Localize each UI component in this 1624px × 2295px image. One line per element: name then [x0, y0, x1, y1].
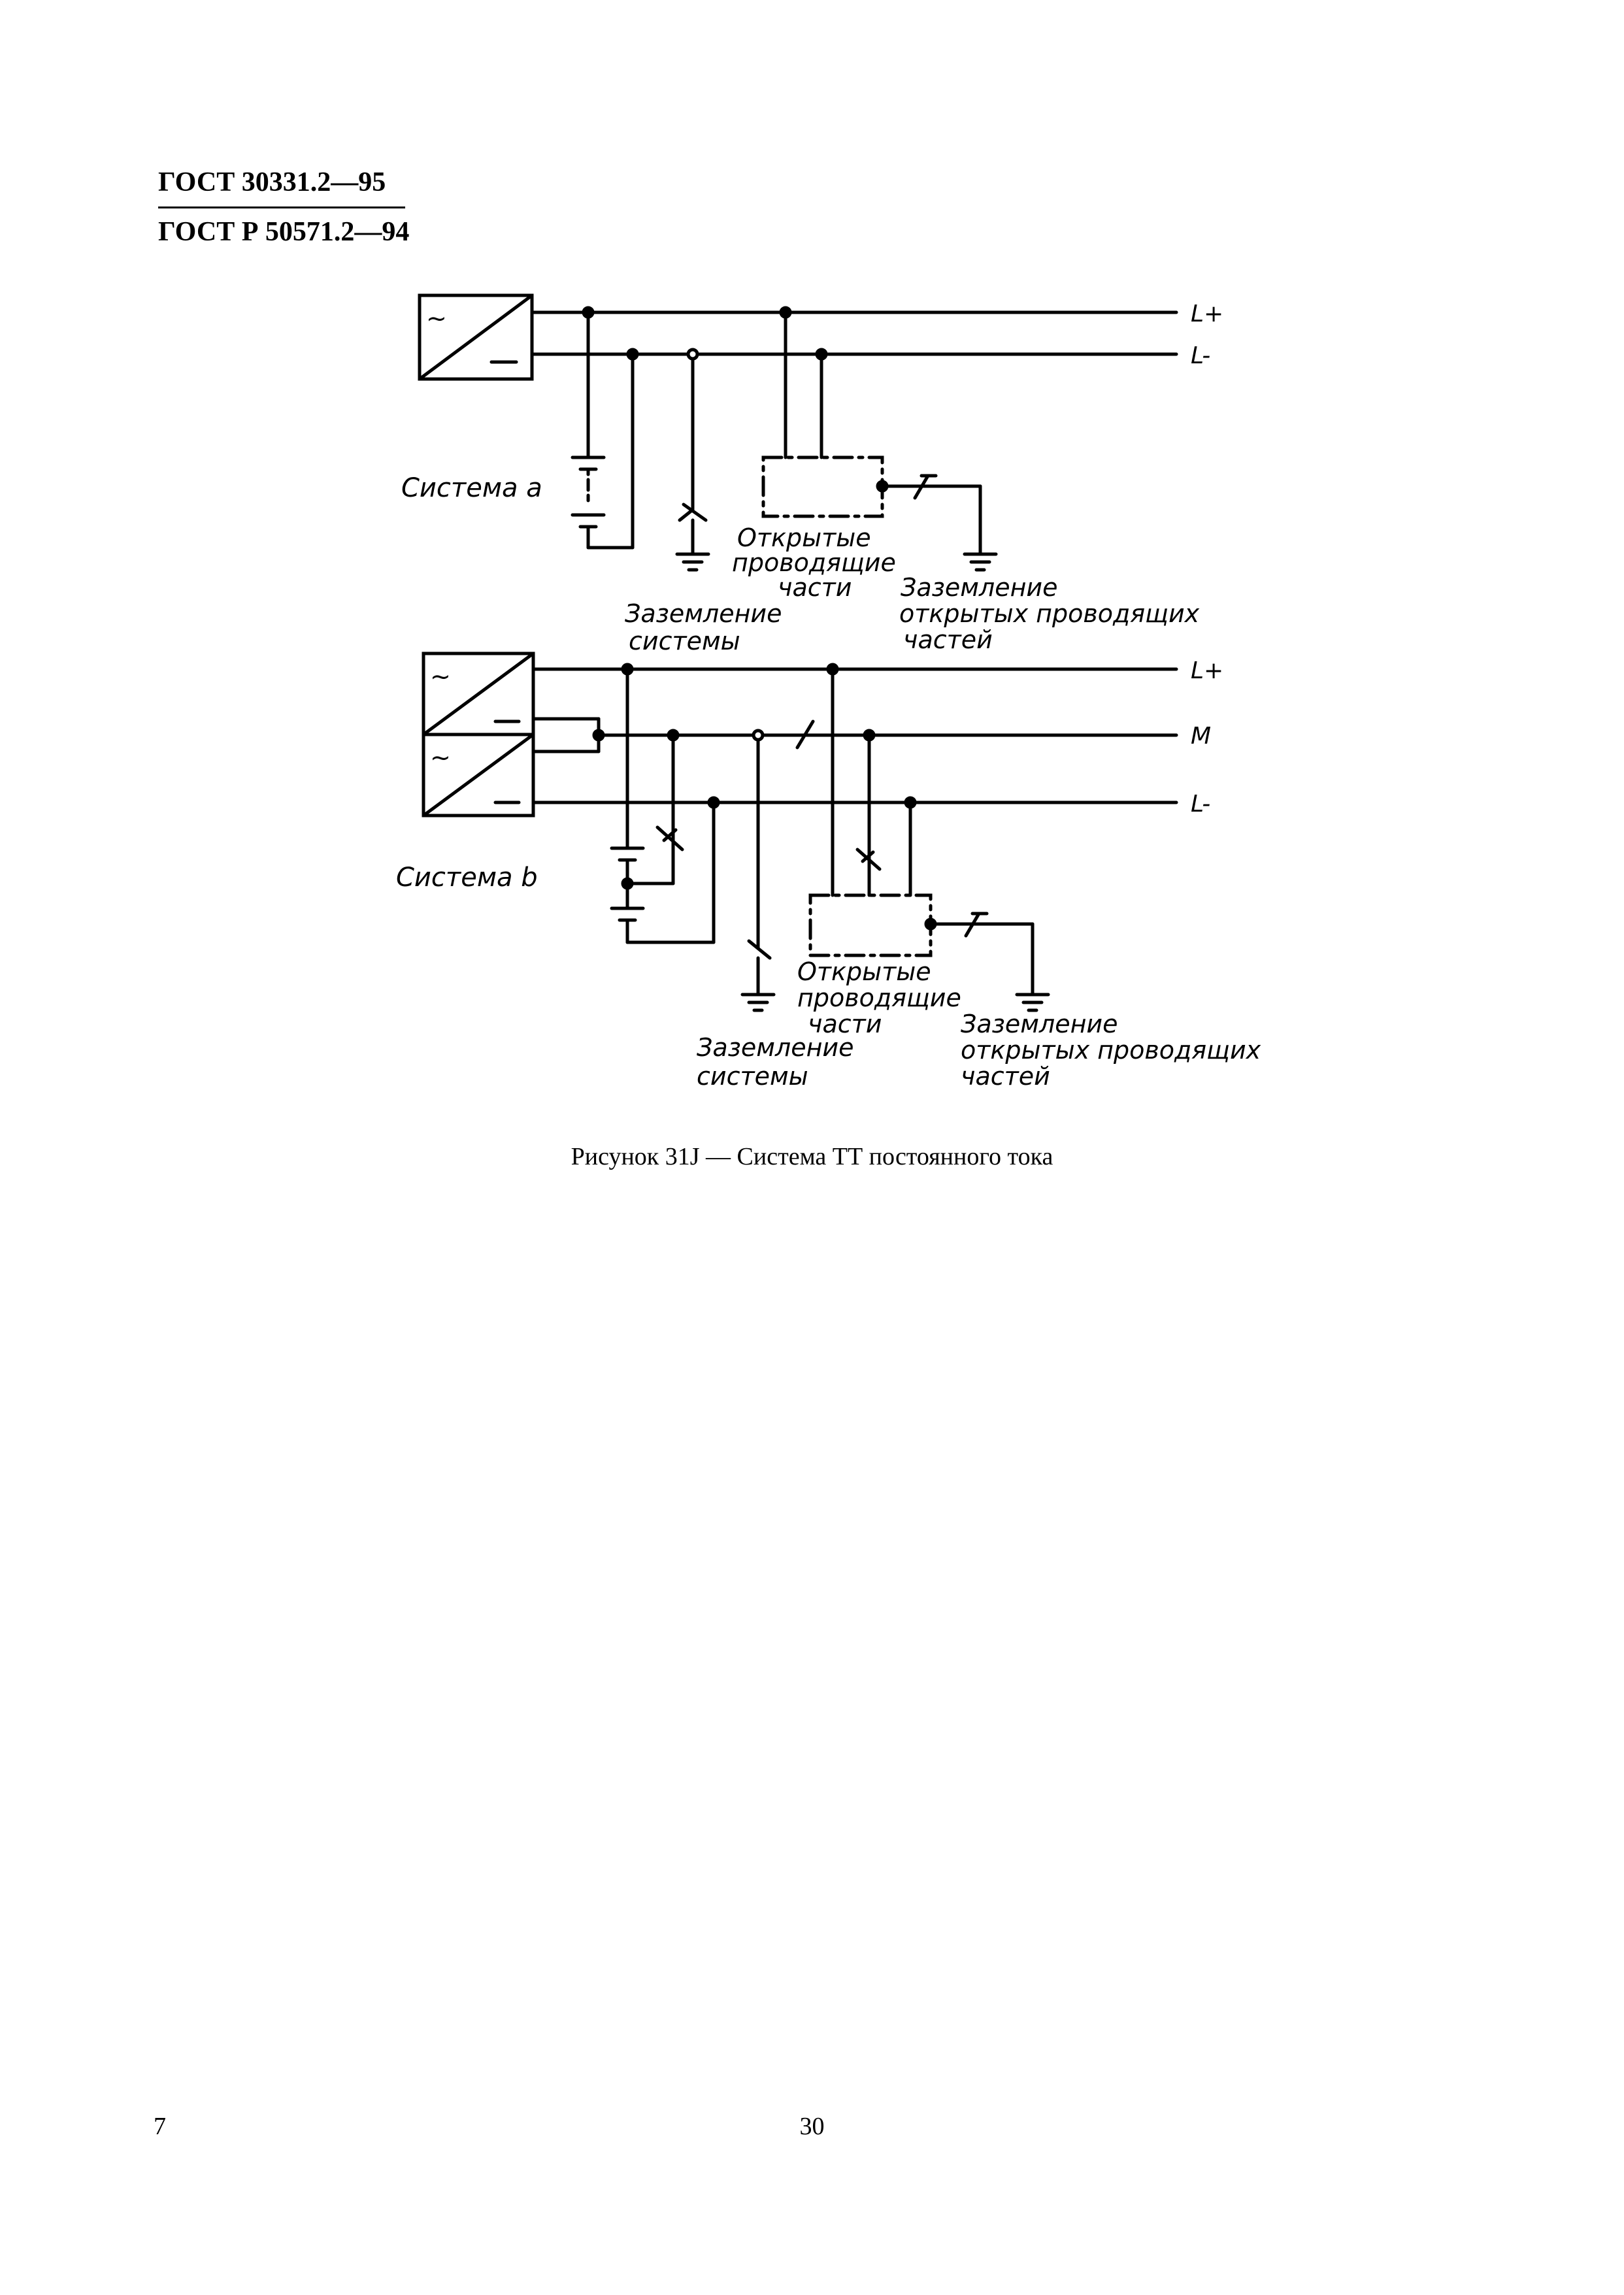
- system-b-label: Система b: [396, 863, 538, 893]
- system-a-schematic: ~ L+ L-: [401, 293, 1223, 655]
- converter-a-ac-symbol: ~: [426, 304, 447, 333]
- converter-b-upper-ac-symbol: ~: [430, 662, 451, 691]
- tt-dc-system-diagram: ~ L+ L-: [396, 293, 1268, 1091]
- converter-b-lower-ac-symbol: ~: [430, 743, 451, 772]
- system-earthing-a-label: Заземление системы: [625, 599, 790, 655]
- bus-b-m-label: M: [1191, 723, 1211, 750]
- header-rule: [158, 206, 405, 208]
- converter-b-upper: ~: [422, 652, 535, 736]
- standard-number-1: ГОСТ 30331.2—95: [158, 167, 386, 197]
- bus-b-l-plus-label: L+: [1191, 657, 1223, 684]
- exposed-parts-a: [761, 306, 998, 572]
- exposed-earthing-a-label: Заземление открытых проводящих частей: [899, 573, 1207, 654]
- bus-a-l-minus-label: L-: [1191, 342, 1210, 369]
- exposed-parts-a-label: Открытые проводящие части: [732, 523, 904, 602]
- system-a-label: Система a: [401, 473, 542, 503]
- battery-a: [571, 306, 639, 550]
- system-earthing-b-label: Заземление системы: [697, 1033, 862, 1091]
- converter-b-lower: ~: [422, 733, 535, 817]
- exposed-parts-b-label: Открытые проводящие части: [797, 957, 969, 1038]
- left-page-marker: 7: [154, 2113, 166, 2140]
- m-bus-switch: [795, 719, 815, 750]
- system-earthing-a: [675, 348, 710, 572]
- figure-caption: Рисунок 31J — Система ТТ постоянного ток…: [571, 1143, 1053, 1170]
- converter-a: ~: [418, 293, 534, 381]
- bus-b-l-minus-label: L-: [1191, 791, 1210, 817]
- system-b-schematic: ~ ~ L+ M L-: [396, 652, 1268, 1091]
- page-number: 30: [799, 2113, 825, 2140]
- exposed-earthing-b-label: Заземление открытых проводящих частей: [961, 1010, 1268, 1091]
- battery-b: [610, 663, 720, 944]
- system-earthing-b: [740, 729, 776, 1012]
- bus-a-l-plus-label: L+: [1191, 301, 1223, 327]
- standard-number-2: ГОСТ Р 50571.2—94: [158, 217, 410, 247]
- exposed-parts-b: [808, 663, 1050, 1012]
